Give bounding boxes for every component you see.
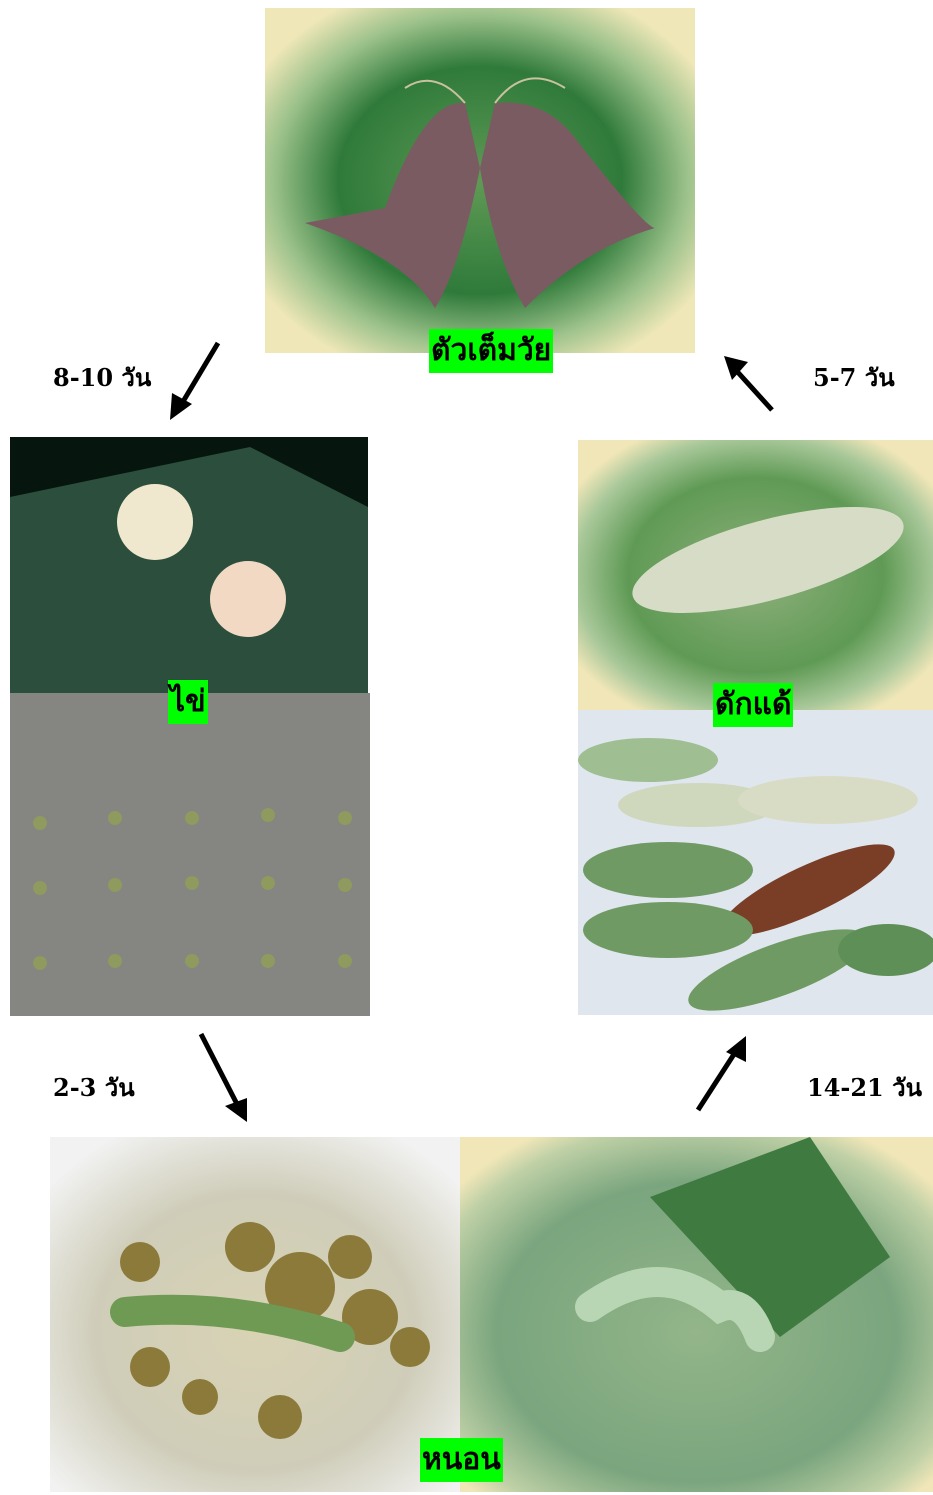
arrow-larva-to-pupa-icon [690, 1030, 755, 1115]
arrow-adult-to-egg-icon [160, 338, 230, 423]
duration-pupa-to-adult: 5-7 วัน [813, 358, 895, 397]
egg-photo-mass [10, 693, 370, 1016]
adult-moth-photo [265, 8, 695, 353]
larva-photo-leaf [460, 1137, 933, 1492]
arrow-pupa-to-adult-icon [720, 352, 780, 417]
larva-photo-container [50, 1137, 460, 1492]
egg-stage-label: ไข่ [168, 680, 208, 724]
pupa-stage-label: ดักแด้ [713, 683, 793, 727]
pupa-photo-group [578, 710, 933, 1015]
pupa-photo-cocoon [578, 440, 933, 710]
arrow-egg-to-larva-icon [195, 1030, 260, 1125]
larva-stage-label: หนอน [420, 1438, 503, 1482]
duration-adult-to-egg: 8-10 วัน [53, 358, 151, 397]
egg-photo-closeup [10, 437, 368, 693]
duration-egg-to-larva: 2-3 วัน [53, 1068, 135, 1107]
adult-stage-label: ตัวเต็มวัย [429, 329, 553, 373]
duration-larva-to-pupa: 14-21 วัน [807, 1068, 922, 1107]
